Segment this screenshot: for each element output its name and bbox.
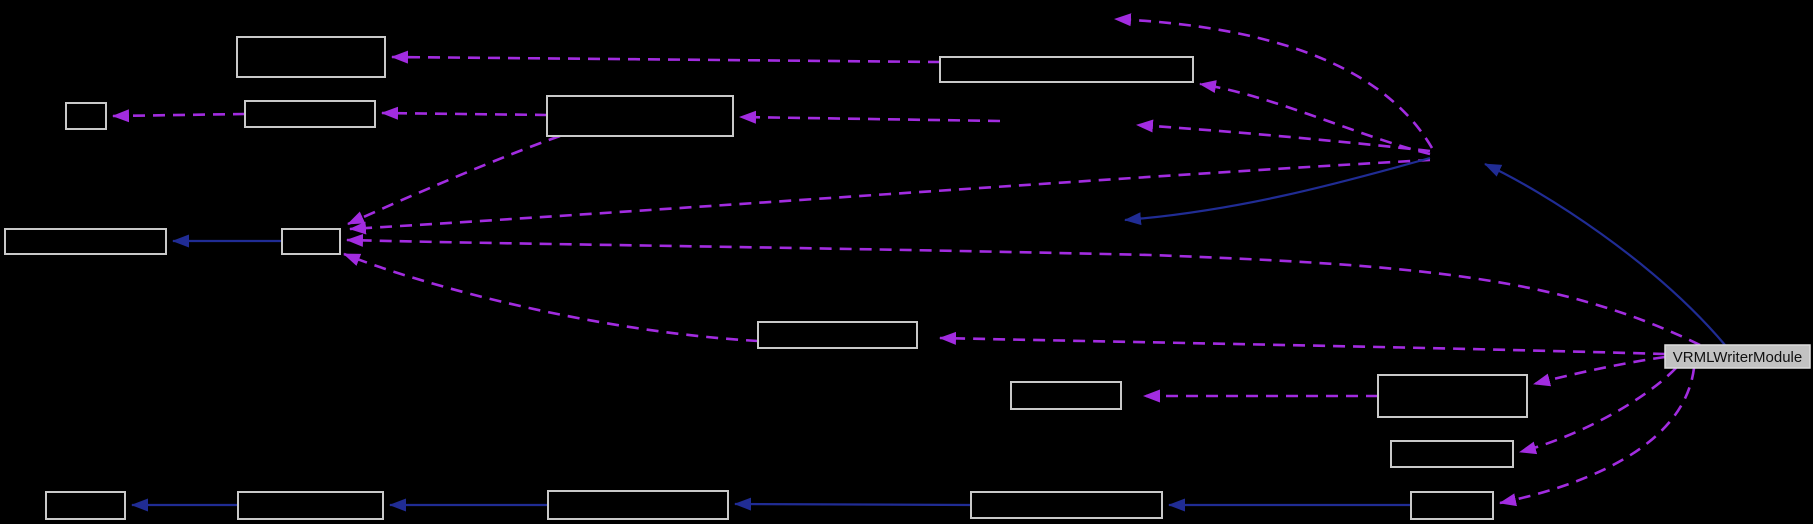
edge-hidden2-to-topwide — [1199, 80, 1431, 156]
node-bottom-5[interactable] — [1410, 491, 1494, 520]
node-vrmlwritermodule-label: VRMLWriterModule — [1673, 349, 1802, 366]
node-center-box[interactable] — [757, 321, 918, 349]
edge-topwide-to-topleft — [391, 50, 941, 64]
edge-hidden2-to-hidden4 — [1124, 156, 1431, 226]
edge-widetall-to-hub — [347, 134, 561, 226]
node-mid-left[interactable] — [244, 100, 376, 128]
node-bottom-5-box[interactable] — [1410, 491, 1494, 520]
edge-vrml-to-righttall — [1533, 355, 1666, 387]
edge-hidden1-to-widetall — [739, 110, 1001, 124]
node-right-small[interactable] — [1390, 440, 1514, 468]
edge-vrml-to-rightsmall — [1519, 367, 1677, 455]
edge-vrml-to-hub — [346, 233, 1701, 347]
node-left-wide[interactable] — [4, 228, 167, 255]
node-left-wide-box[interactable] — [4, 228, 167, 255]
node-top-wide[interactable] — [939, 56, 1194, 83]
node-bottom-3-box[interactable] — [547, 490, 729, 520]
node-center-right-box[interactable] — [1010, 381, 1122, 410]
node-mid-left-box[interactable] — [244, 100, 376, 128]
node-top-left-tall-box[interactable] — [236, 36, 386, 78]
node-bottom-1[interactable] — [45, 491, 126, 520]
node-right-tall-box[interactable] — [1377, 374, 1528, 418]
node-bottom-2-box[interactable] — [237, 491, 384, 520]
node-small-left[interactable] — [65, 102, 107, 130]
node-bottom-4-box[interactable] — [970, 491, 1163, 519]
node-bottom-4[interactable] — [970, 491, 1163, 519]
edge-bottom4-to-bottom3 — [734, 497, 972, 511]
node-right-small-box[interactable] — [1390, 440, 1514, 468]
edge-vrml-to-center — [939, 331, 1666, 356]
edge-hidden2-to-hidden3 — [1114, 13, 1434, 149]
node-small-left-box[interactable] — [65, 102, 107, 130]
node-top-wide-box[interactable] — [939, 56, 1194, 83]
node-center-right[interactable] — [1010, 381, 1122, 410]
node-top-left-tall[interactable] — [236, 36, 386, 78]
node-wide-tall-mid-box[interactable] — [546, 95, 734, 137]
edge-widetall-to-midleft — [381, 106, 548, 120]
node-bottom-1-box[interactable] — [45, 491, 126, 520]
node-vrmlwritermodule[interactable]: VRMLWriterModule — [1664, 344, 1811, 369]
node-center[interactable] — [757, 321, 918, 349]
edge-vrml-to-hidden2 — [1484, 163, 1726, 346]
node-hub-small[interactable] — [281, 228, 341, 255]
edge-midleft-to-smallleft — [112, 109, 246, 123]
node-hub-small-box[interactable] — [281, 228, 341, 255]
node-bottom-3[interactable] — [547, 490, 729, 520]
node-bottom-2[interactable] — [237, 491, 384, 520]
edge-hidden2-to-hidden1 — [1136, 119, 1431, 153]
node-right-tall[interactable] — [1377, 374, 1528, 418]
node-vrmlwritermodule-box[interactable] — [1664, 344, 1811, 369]
edge-center-to-hub — [343, 252, 759, 343]
edge-hidden2-to-hub — [349, 158, 1431, 235]
edge-vrml-to-bottom5 — [1499, 367, 1696, 507]
node-wide-tall-mid[interactable] — [546, 95, 734, 137]
